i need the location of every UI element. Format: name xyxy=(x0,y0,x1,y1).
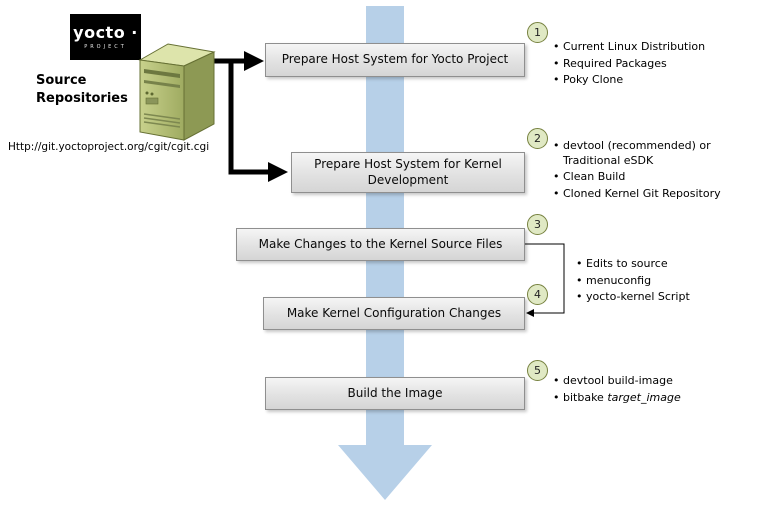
bitbake-target: target_image xyxy=(607,390,681,404)
server-icon xyxy=(138,43,216,141)
bullet-item: bitbake target_image xyxy=(552,391,757,406)
step-number-1: 1 xyxy=(527,22,548,43)
step-bullets-2: devtool (recommended) or Traditional eSD… xyxy=(552,139,752,203)
yocto-logo-text: yocto · xyxy=(73,22,138,42)
bullet-item: Current Linux Distribution xyxy=(552,40,762,55)
bitbake-command: bitbake xyxy=(563,390,608,404)
step-number-4: 4 xyxy=(527,284,548,305)
step-number-2: 2 xyxy=(527,128,548,149)
bullet-item: Poky Clone xyxy=(552,73,762,88)
bullet-item: devtool (recommended) or Traditional eSD… xyxy=(552,139,752,168)
step-bullets-1: Current Linux Distribution Required Pack… xyxy=(552,40,762,90)
bullet-item: menuconfig xyxy=(575,274,745,289)
step-box-make-source-changes: Make Changes to the Kernel Source Files xyxy=(236,228,525,261)
bullet-item: Edits to source xyxy=(575,257,745,272)
yocto-logo-subtext: PROJECT xyxy=(84,43,127,50)
bullet-item: Cloned Kernel Git Repository xyxy=(552,187,752,202)
step-box-prepare-host-yocto: Prepare Host System for Yocto Project xyxy=(265,43,525,77)
step-number-3: 3 xyxy=(527,214,548,235)
bullet-item: devtool build-image xyxy=(552,374,757,389)
bullet-item: Required Packages xyxy=(552,57,762,72)
step-box-make-config-changes: Make Kernel Configuration Changes xyxy=(263,297,525,330)
arrow-server-to-step2 xyxy=(228,61,288,182)
step-bullets-3-4-shared: Edits to source menuconfig yocto-kernel … xyxy=(575,257,745,307)
step-number-5: 5 xyxy=(527,360,548,381)
bullet-item: yocto-kernel Script xyxy=(575,290,745,305)
source-repositories-label: Source Repositories xyxy=(36,73,128,106)
source-repositories-url: Http://git.yoctoproject.org/cgit/cgit.cg… xyxy=(8,141,210,153)
step-box-build-image: Build the Image xyxy=(265,377,525,410)
step-bullets-5: devtool build-image bitbake target_image xyxy=(552,374,757,407)
yocto-logo: yocto · PROJECT xyxy=(70,14,141,60)
bullet-item: Clean Build xyxy=(552,170,752,185)
step-box-prepare-host-kernel: Prepare Host System for Kernel Developme… xyxy=(291,152,525,193)
